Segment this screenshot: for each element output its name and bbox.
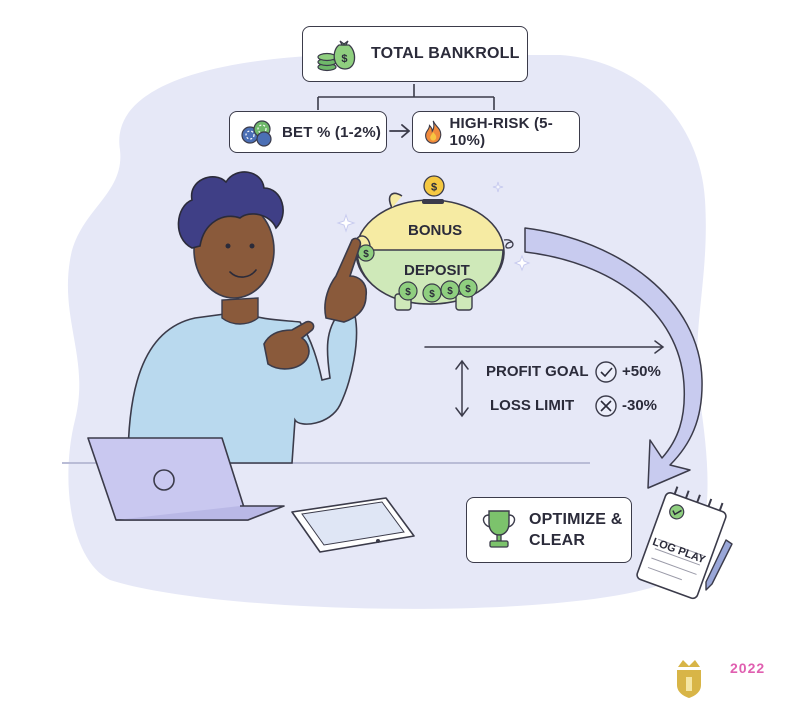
bonus-label: BONUS (408, 222, 463, 239)
bet-percent-box: BET % (1-2%) (229, 111, 387, 153)
person-illustration (127, 171, 368, 464)
range-double-arrow (455, 359, 469, 418)
profit-goal-label: PROFIT GOAL (486, 363, 589, 380)
sparkle-icon (336, 213, 356, 233)
high-risk-box: HIGH-RISK (5-10%) (412, 111, 580, 153)
sparkle-icon (492, 181, 504, 193)
limits-arrow (424, 340, 665, 354)
curved-flow-arrow (524, 227, 703, 489)
laptop-illustration (87, 437, 285, 521)
total-bankroll-label: TOTAL BANKROLL (371, 45, 520, 62)
svg-text:$: $ (429, 289, 435, 300)
crown-shield-logo-icon (677, 660, 701, 698)
optimize-clear-box: OPTIMIZE & CLEAR (466, 497, 632, 563)
svg-text:$: $ (405, 287, 411, 298)
clear-label: CLEAR (529, 532, 586, 549)
casino-chips-icon (241, 120, 272, 147)
watermark-year: 2022 (730, 660, 766, 676)
high-risk-label: HIGH-RISK (5-10%) (449, 115, 553, 149)
green-coin-icon: $ (357, 244, 375, 262)
sparkle-icon (513, 254, 531, 272)
gold-coin-icon: $ (423, 175, 445, 197)
trophy-icon (482, 510, 516, 548)
pen-icon (705, 539, 733, 591)
optimize-label: OPTIMIZE & (529, 511, 623, 528)
fire-icon (425, 120, 442, 144)
x-circle-icon (595, 395, 617, 417)
svg-text:$: $ (363, 249, 369, 260)
profit-goal-value: +50% (622, 363, 661, 380)
tablet-illustration (291, 497, 415, 553)
svg-text:$: $ (447, 286, 453, 297)
notepad-illustration (636, 486, 727, 600)
svg-text:$: $ (431, 182, 437, 194)
check-circle-icon (595, 361, 617, 383)
svg-text:$: $ (341, 53, 347, 65)
green-coins-row: $ $ $ $ (398, 278, 478, 303)
money-bag-icon: $ (317, 40, 356, 72)
connector-lines (317, 84, 495, 110)
bet-percent-label: BET % (1-2%) (282, 123, 382, 141)
total-bankroll-box: $ TOTAL BANKROLL (302, 26, 528, 82)
bet-to-risk-arrow (389, 124, 411, 138)
loss-limit-value: -30% (622, 397, 658, 414)
svg-text:$: $ (465, 284, 471, 295)
deposit-label: DEPOSIT (404, 262, 470, 279)
loss-limit-label: LOSS LIMIT (490, 397, 575, 414)
